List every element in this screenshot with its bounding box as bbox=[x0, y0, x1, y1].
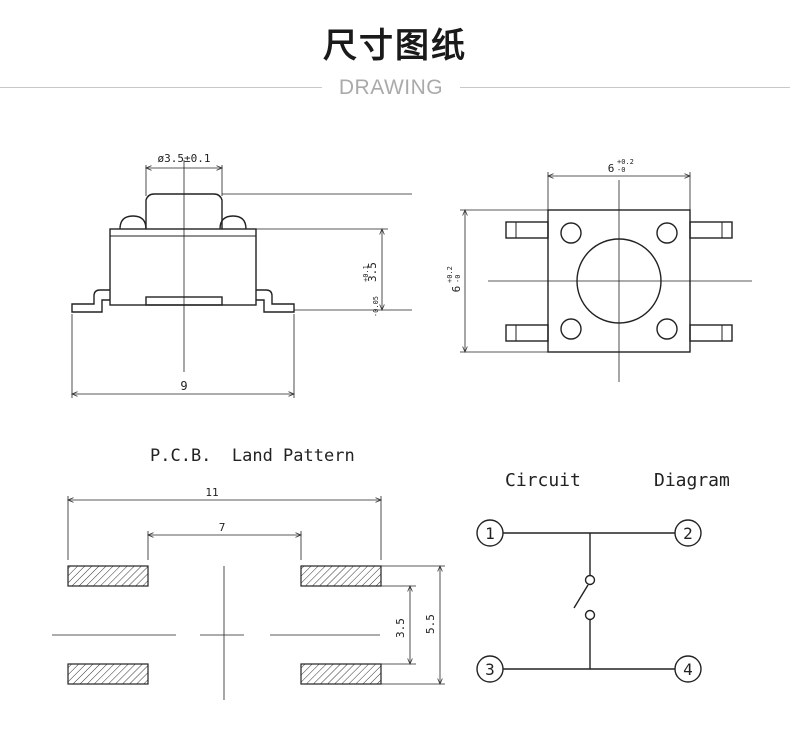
subtitle-divider-left bbox=[0, 87, 322, 88]
height-label-tol-upper: +0.1 bbox=[362, 265, 370, 282]
top-height-label-tol-upper: +0.2 bbox=[446, 266, 454, 283]
pin-1-circle bbox=[476, 519, 504, 547]
circuit-diagram bbox=[476, 519, 702, 683]
side-view bbox=[72, 160, 412, 398]
left-leg bbox=[71, 289, 110, 313]
subtitle-divider-right bbox=[460, 87, 790, 88]
terminal-br bbox=[689, 324, 733, 342]
top-height-label-tol-lower: -0 bbox=[454, 275, 462, 283]
page-subtitle: DRAWING bbox=[338, 76, 444, 99]
pad-top-right bbox=[300, 565, 382, 587]
right-leg bbox=[256, 289, 295, 313]
switch-contact-top bbox=[584, 574, 596, 586]
switch-lever bbox=[573, 584, 589, 609]
land-pattern bbox=[52, 496, 445, 700]
pad-bottom-right bbox=[300, 663, 382, 685]
switch-contact-bottom bbox=[584, 609, 596, 621]
height-label-tol-lower: -0.05 bbox=[372, 296, 380, 317]
land-pattern-title: P.C.B. Land Pattern bbox=[150, 446, 355, 466]
corner-hole-br bbox=[656, 318, 678, 340]
switch-body bbox=[109, 228, 257, 306]
outer-width-label: 11 bbox=[205, 486, 218, 499]
inner-width-label: 7 bbox=[219, 521, 226, 534]
top-width-label-tol-upper: +0.2 bbox=[617, 158, 634, 166]
inner-height-label: 3.5 bbox=[394, 618, 407, 638]
terminal-bl bbox=[505, 324, 549, 342]
pin-3-label: 3 bbox=[485, 660, 495, 679]
page-header: 尺寸图纸 DRAWING bbox=[0, 0, 790, 110]
top-height-label-group: 6 +0.2 -0 bbox=[446, 266, 463, 292]
pin-4-circle bbox=[674, 655, 702, 683]
diameter-label: ø3.5±0.1 bbox=[158, 152, 211, 165]
height-label-group: 3.5 +0.1 -0.05 bbox=[362, 262, 380, 317]
top-width-label-main: 6 bbox=[608, 162, 615, 175]
terminal-tl bbox=[505, 221, 549, 239]
circuit-title-left: Circuit bbox=[505, 470, 581, 491]
pad-top-left bbox=[67, 565, 149, 587]
pin-2-circle bbox=[674, 519, 702, 547]
corner-hole-tr bbox=[656, 222, 678, 244]
right-bump bbox=[219, 215, 247, 230]
top-view bbox=[460, 172, 752, 382]
page-title: 尺寸图纸 bbox=[323, 26, 467, 66]
corner-hole-bl bbox=[560, 318, 582, 340]
top-width-label-group: 6 +0.2 -0 bbox=[608, 158, 634, 175]
pin-4-label: 4 bbox=[683, 660, 693, 679]
height-label-main: 3.5 bbox=[366, 262, 379, 282]
pin-1-label: 1 bbox=[485, 524, 495, 543]
left-bump bbox=[119, 215, 147, 230]
top-height-label-main: 6 bbox=[450, 286, 463, 293]
circuit-title-right: Diagram bbox=[654, 470, 730, 491]
corner-hole-tl bbox=[560, 222, 582, 244]
pad-bottom-left bbox=[67, 663, 149, 685]
pin-2-label: 2 bbox=[683, 524, 693, 543]
subtitle-row: DRAWING bbox=[0, 76, 790, 99]
terminal-tr bbox=[689, 221, 733, 239]
top-width-label-tol-lower: -0 bbox=[617, 166, 625, 174]
outer-height-label: 5.5 bbox=[424, 614, 437, 634]
pin-3-circle bbox=[476, 655, 504, 683]
width-label: 9 bbox=[180, 379, 187, 393]
